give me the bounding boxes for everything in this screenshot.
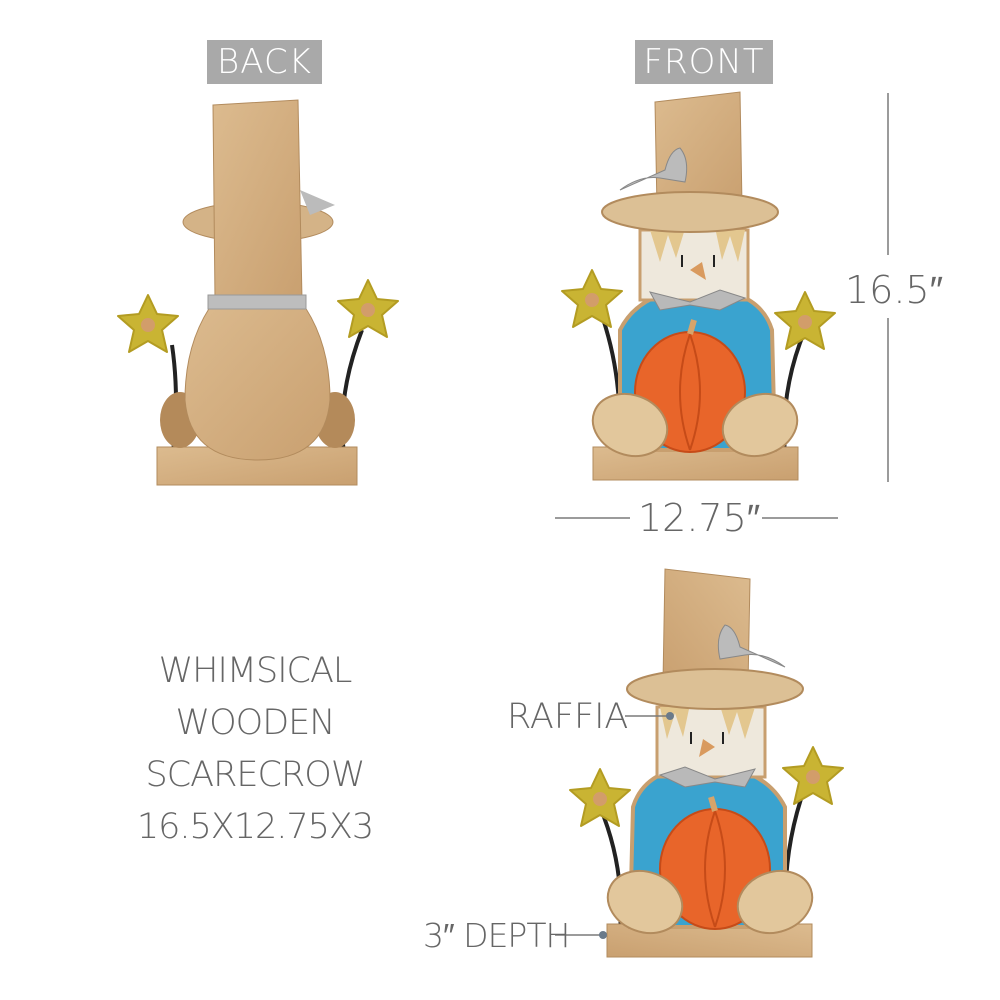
depth-callout: 3″ DEPTH [423, 916, 570, 955]
raffia-callout-dot [666, 712, 674, 720]
title-line: WOODEN [175, 703, 336, 743]
scarecrow-back-view [117, 99, 399, 486]
title-line: WHIMSICAL [158, 651, 353, 691]
raffia-callout: RAFFIA [507, 697, 629, 737]
scarecrow-angled-view [570, 569, 843, 957]
title-line: 16.5X12.75X3 [136, 807, 374, 847]
scarecrow-front-view [562, 92, 835, 480]
product-title: WHIMSICAL WOODEN SCARECROW 16.5X12.75X3 [100, 645, 410, 853]
back-label: BACK [207, 40, 322, 84]
height-dimension: 16.5″ [845, 268, 944, 312]
width-dimension: 12.75″ [638, 496, 761, 540]
dimension-lines [555, 93, 889, 936]
front-label: FRONT [635, 40, 773, 84]
depth-callout-dot [599, 931, 607, 939]
title-line: SCARECROW [145, 755, 366, 795]
